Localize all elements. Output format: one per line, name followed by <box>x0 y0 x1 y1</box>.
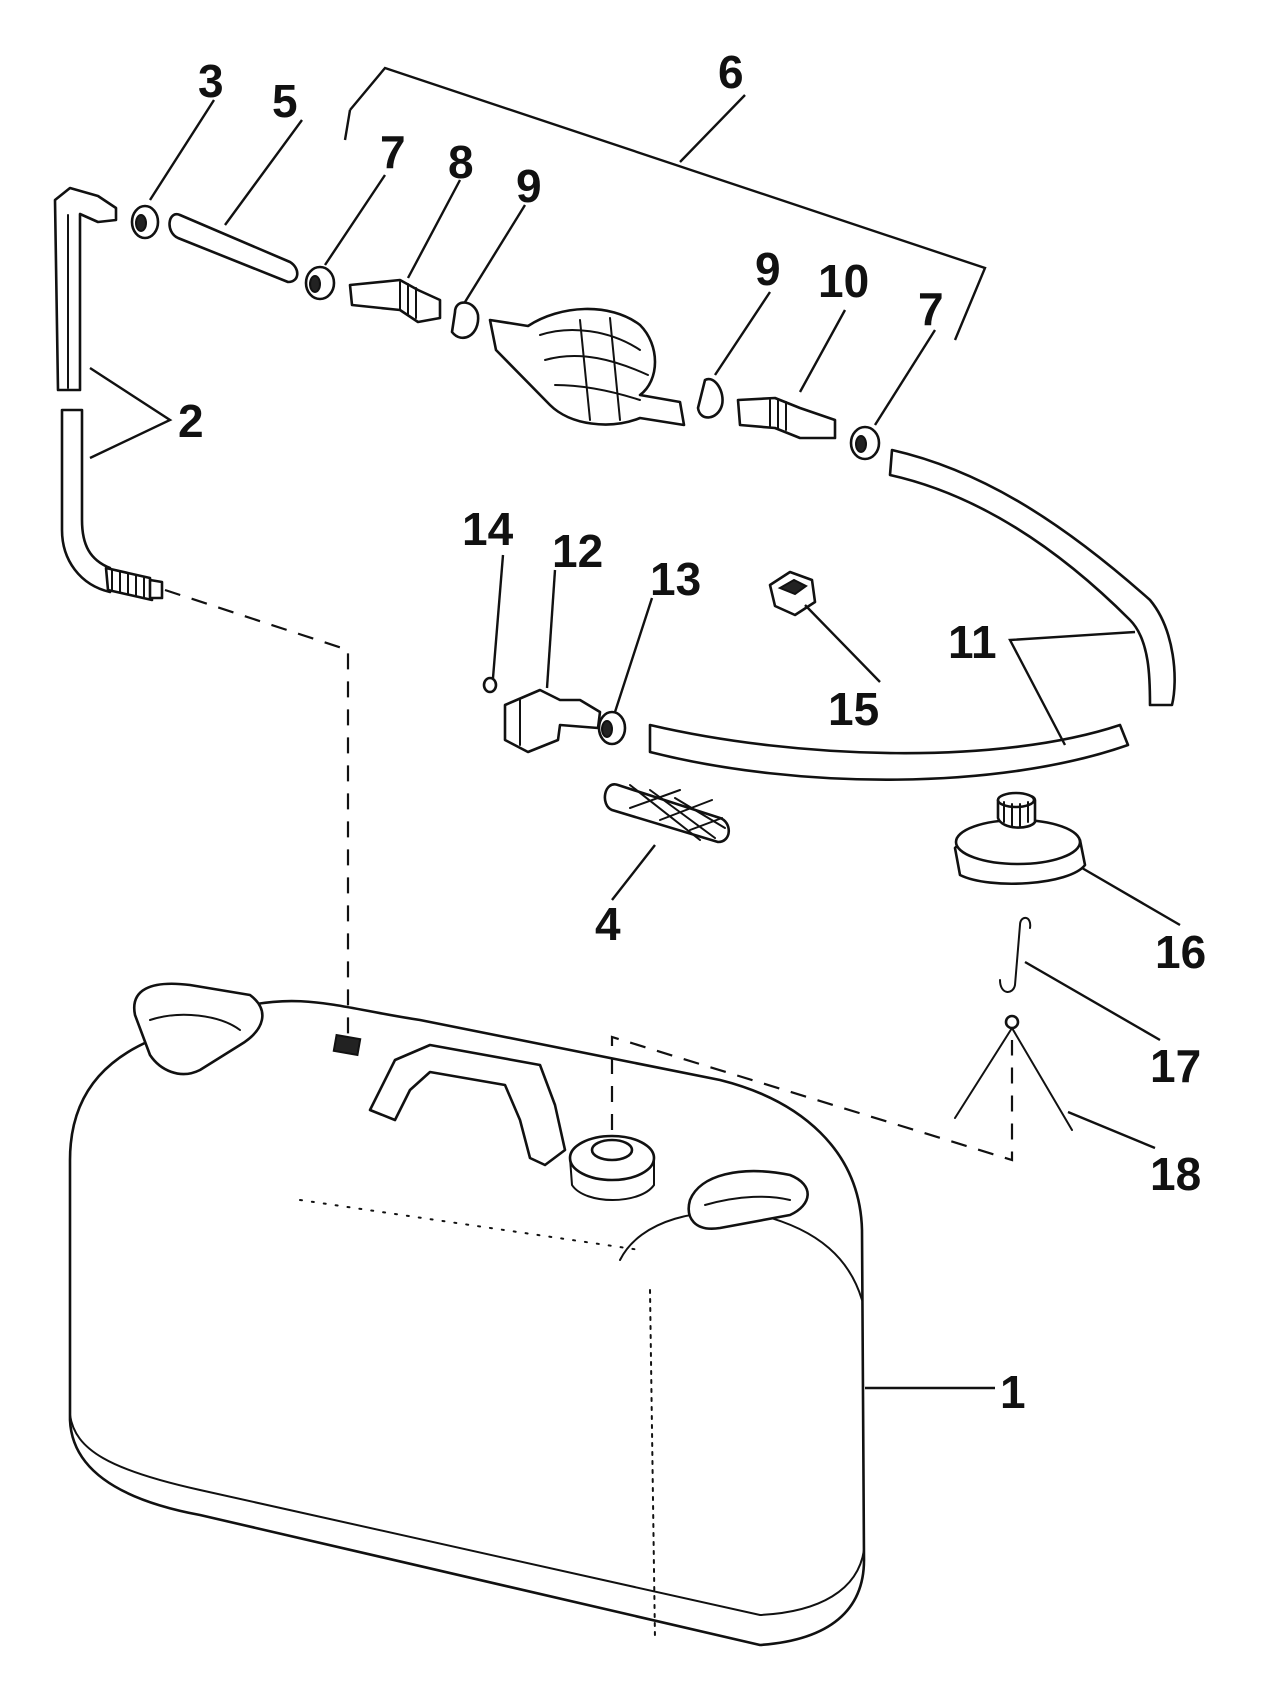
fuel-tank-part <box>68 982 866 1647</box>
callout-labels: 1 2 3 4 5 6 7 8 9 9 10 7 11 12 13 14 15 … <box>178 46 1206 1418</box>
callout-4: 4 <box>595 898 621 950</box>
callout-7a: 7 <box>380 126 406 178</box>
callout-9b: 9 <box>755 243 781 295</box>
callout-13: 13 <box>650 553 701 605</box>
callout-3: 3 <box>198 55 224 107</box>
assembly-lines <box>164 588 1014 1162</box>
callout-2: 2 <box>178 395 204 447</box>
fuel-line-hose-2 <box>53 186 164 602</box>
filler-cap-16 <box>953 791 1087 885</box>
callout-11: 11 <box>948 616 997 668</box>
filter-4 <box>603 783 731 844</box>
callout-9a: 9 <box>516 160 542 212</box>
callout-1: 1 <box>1000 1366 1026 1418</box>
o-ring-14 <box>482 676 498 694</box>
callout-7b: 7 <box>918 283 944 335</box>
callout-6: 6 <box>718 46 744 98</box>
hook-17 <box>999 916 1032 993</box>
callout-17: 17 <box>1150 1040 1201 1092</box>
retainer-18 <box>954 1014 1073 1131</box>
callout-15: 15 <box>828 683 879 735</box>
clamp-13 <box>597 710 627 746</box>
callout-16: 16 <box>1155 926 1206 978</box>
hose-5 <box>168 213 299 284</box>
callout-8: 8 <box>448 136 474 188</box>
primer-bulb-assembly-6 <box>304 66 987 461</box>
clamp-3 <box>130 204 160 240</box>
leader-lines <box>89 94 1181 1390</box>
callout-5: 5 <box>272 75 298 127</box>
callout-14: 14 <box>462 503 514 555</box>
callout-10: 10 <box>818 255 869 307</box>
plug-15 <box>768 570 817 617</box>
callout-18: 18 <box>1150 1148 1201 1200</box>
hose-11 <box>648 448 1176 781</box>
callout-12: 12 <box>552 525 603 577</box>
connector-12 <box>503 688 602 754</box>
